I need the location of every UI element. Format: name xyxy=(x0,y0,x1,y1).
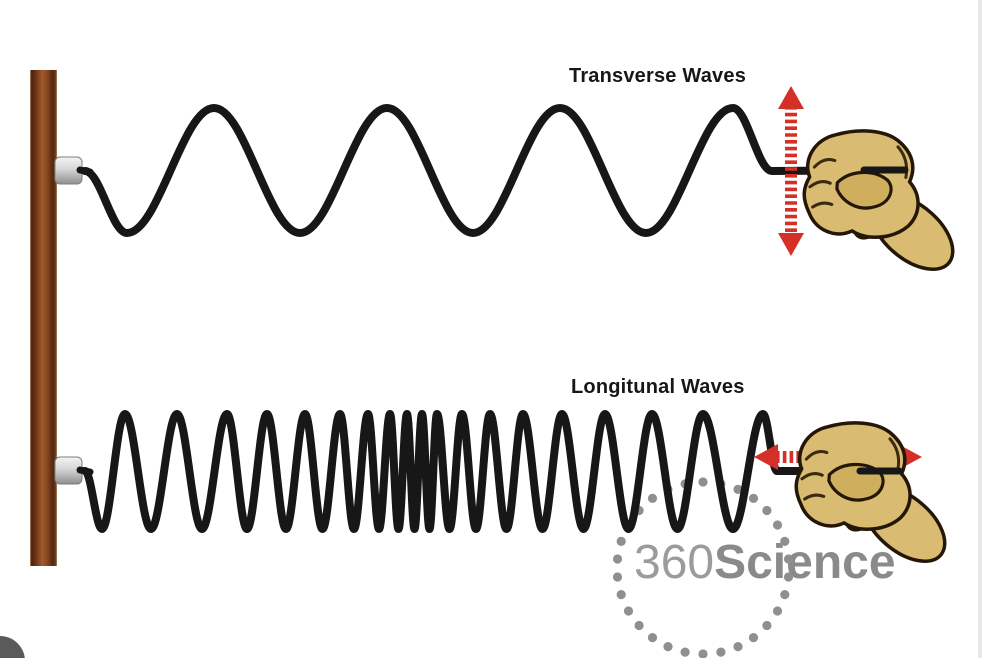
watermark-dot xyxy=(748,493,759,503)
watermark-dot xyxy=(733,642,743,652)
watermark-dot xyxy=(612,554,623,564)
watermark-dot xyxy=(772,520,783,530)
watermark-dot xyxy=(623,606,634,616)
transverse-wave xyxy=(81,104,907,237)
watermark-prefix: 360 xyxy=(634,536,715,589)
longitudinal-wave xyxy=(81,410,901,533)
watermark-360science: 360Science xyxy=(634,539,896,587)
watermark-dot xyxy=(663,642,673,652)
watermark-dot xyxy=(716,647,726,657)
watermark-suffix: Science xyxy=(714,536,896,589)
watermark-dotted-circle xyxy=(612,477,794,658)
watermark-dot xyxy=(698,649,708,658)
watermark-dot xyxy=(634,620,644,631)
wooden-post xyxy=(30,70,57,566)
watermark-dot xyxy=(762,505,772,516)
watermark-dot xyxy=(616,536,626,547)
watermark-dot xyxy=(733,484,743,494)
watermark-dot xyxy=(748,633,759,643)
watermark-dot xyxy=(647,493,658,503)
watermark-dot xyxy=(780,590,790,600)
hand-bottom xyxy=(788,417,968,580)
watermark-dot xyxy=(647,633,658,643)
watermark-dot xyxy=(680,647,690,657)
longitudinal-title: Longitunal Waves xyxy=(571,376,745,398)
hand-top xyxy=(796,125,976,288)
watermark-dot xyxy=(783,572,794,582)
watermark-dot xyxy=(783,554,794,564)
page-right-edge xyxy=(978,0,982,658)
watermark-dot xyxy=(612,572,623,582)
watermark-dot xyxy=(616,590,626,600)
watermark-dot xyxy=(780,536,790,547)
vertical-motion-arrow-icon xyxy=(778,86,804,256)
transverse-title: Transverse Waves xyxy=(569,65,747,87)
watermark-dot xyxy=(772,606,783,616)
watermark-dot xyxy=(762,620,772,631)
watermark-dot xyxy=(698,477,708,487)
